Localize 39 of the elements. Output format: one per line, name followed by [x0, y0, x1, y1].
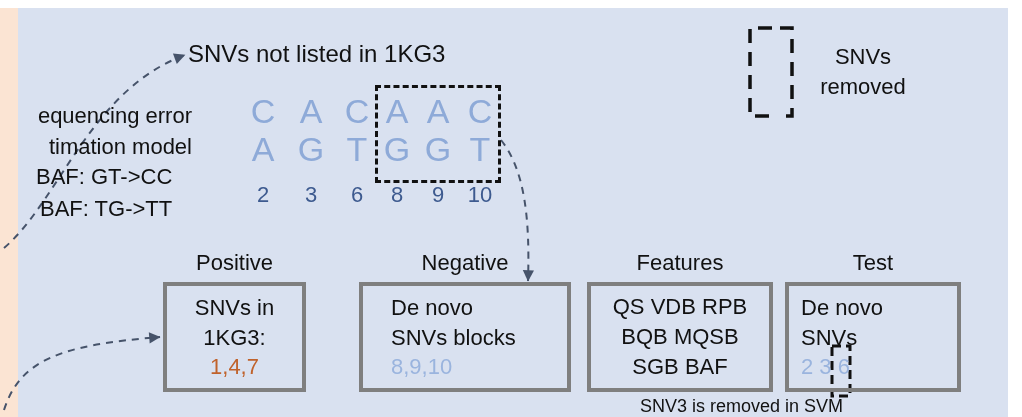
position-number: 3: [303, 182, 319, 208]
position-number: 6: [349, 182, 365, 208]
dashed-arrow: [500, 139, 534, 282]
note-text: SNV3 is removed in SVM: [640, 396, 844, 417]
base-letter: T: [468, 130, 492, 169]
base-letter: A: [384, 92, 410, 131]
base-letter: C: [466, 92, 494, 131]
set-heading: Positive: [194, 250, 274, 276]
feature-list: QS VDB RPB BQB MQSB SGB BAF: [603, 292, 757, 382]
set-heading: Features: [635, 250, 725, 276]
base-letter: A: [298, 92, 324, 131]
set-heading: Negative: [420, 250, 510, 276]
model-text: BAF: GT->CC: [36, 164, 173, 190]
base-letter: G: [296, 130, 326, 169]
section-title: SNVs not listed in 1KG3: [188, 40, 446, 68]
position-number: 8: [389, 182, 405, 208]
number-list: 1,4,7: [210, 353, 259, 381]
box-text: SNVs in 1KG3:: [193, 294, 276, 352]
position-number: 10: [466, 182, 494, 208]
number-list: 2 3 6: [801, 353, 850, 381]
base-letter: T: [345, 130, 369, 169]
legend-text: SNVs removed: [819, 43, 907, 101]
set-heading: Test: [851, 250, 895, 276]
dashed-selection-box: [375, 85, 501, 183]
box-text: De novo SNVs: [801, 294, 884, 352]
base-letter: G: [382, 130, 412, 169]
box-text: De novo SNVs blocks: [391, 294, 517, 352]
model-text: equencing error timation model: [36, 102, 192, 161]
model-text: BAF: TG->TT: [40, 196, 173, 222]
number-list: 8,9,10: [391, 353, 453, 381]
base-letter: C: [343, 92, 371, 131]
position-number: 2: [255, 182, 271, 208]
base-letter: G: [423, 130, 453, 169]
base-letter: A: [250, 130, 276, 169]
dashed-arrow: [3, 54, 186, 249]
position-number: 9: [430, 182, 446, 208]
dashed-arrow: [3, 332, 161, 411]
base-letter: C: [249, 92, 277, 131]
base-letter: A: [425, 92, 451, 131]
